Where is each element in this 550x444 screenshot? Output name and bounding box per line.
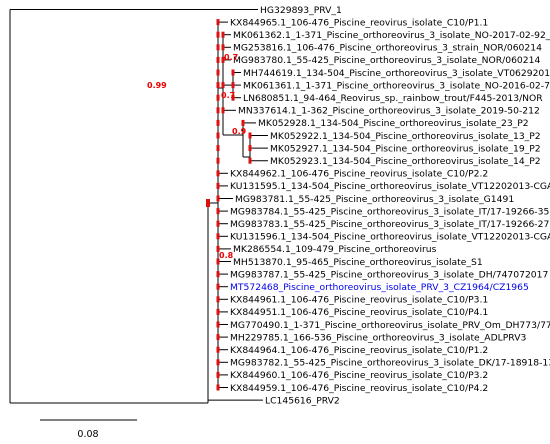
support-value: 0.8 (219, 251, 234, 260)
taxon-labels: HG329893_PRV_1 KX844965.1_106-476_Piscin… (230, 5, 550, 407)
scale-bar-label: 0.08 (77, 429, 98, 440)
taxon-label: MG983781.1_55-425_Piscine_orthoreovirus_… (235, 194, 514, 205)
node-marker (221, 107, 225, 114)
node-marker (216, 308, 220, 315)
node-marker (216, 220, 220, 227)
support-values: 0.99 0.7 0.7 0.9 0.8 (147, 53, 247, 260)
node-marker (216, 119, 220, 126)
taxon-label: MK061362.1_1-371_Piscine_orthoreovirus_3… (233, 30, 550, 41)
taxon-label: MG983780.1_55-425_Piscine_orthoreovirus_… (233, 55, 540, 66)
node-marker (221, 31, 225, 38)
taxon-label: KX844965.1_106-476_Piscine_reovirus_isol… (230, 17, 488, 28)
node-marker (216, 208, 220, 215)
node-marker (216, 258, 220, 265)
node-marker (248, 145, 252, 152)
node-marker (216, 371, 220, 378)
node-marker (216, 69, 220, 76)
taxon-label: MK052927.1_134-504_Piscine_orthoreovirus… (270, 143, 541, 154)
node-marker (216, 145, 220, 152)
node-marker (216, 157, 220, 164)
taxon-label: MG983783.1_55-425_Piscine_orthoreovirus_… (230, 219, 549, 230)
taxon-label: MH229785.1_166-536_Piscine_orthoreovirus… (230, 332, 526, 343)
taxon-label: MK052928.1_134-504_Piscine_orthoreovirus… (258, 118, 529, 129)
taxon-label: KX844962.1_106-476_Piscine_reovirus_isol… (230, 169, 488, 180)
taxon-label: MG983782.1_55-425_Piscine_orthoreovirus_… (230, 358, 550, 369)
taxon-label: MK052922.1_134-504_Piscine_orthoreovirus… (270, 131, 541, 142)
node-marker (216, 107, 220, 114)
taxon-label-highlighted: MT572468_Piscine_orthoreovirus_isolate_P… (230, 282, 529, 293)
node-marker (216, 94, 220, 101)
taxon-label: KX844964.1_106-476_Piscine_reovirus_isol… (230, 345, 488, 356)
support-value: 0.7 (224, 53, 238, 62)
node-marker (216, 182, 220, 189)
taxon-label: MG770490.1_1-371_Piscine_orthoreovirus_i… (230, 320, 550, 331)
taxon-label: MK052923.1_134-504_Piscine_orthoreovirus… (270, 156, 541, 167)
node-marker (216, 384, 220, 391)
taxon-label: LN680851.1_94-464_Reovirus_sp._rainbow_t… (243, 93, 543, 104)
taxon-label: KX844951.1_106-476_Piscine_reovirus_isol… (230, 307, 488, 318)
node-marker (216, 283, 220, 290)
node-marker (216, 132, 220, 139)
node-marker (241, 119, 245, 126)
node-marker (216, 19, 220, 26)
node-marker (216, 334, 220, 341)
taxon-label: MG253816.1_106-476_Piscine_orthoreovirus… (233, 43, 542, 54)
node-marker (216, 82, 220, 89)
node-marker (216, 31, 220, 38)
taxon-label: KU131595.1_134-504_Piscine_orthoreovirus… (230, 181, 550, 192)
taxon-label: MK286554.1_109-479_Piscine_orthoreovirus (233, 244, 437, 255)
node-marker (216, 44, 220, 51)
node-marker (216, 170, 220, 177)
node-marker (216, 359, 220, 366)
support-value: 0.99 (147, 81, 167, 90)
taxon-label: LC145616_PRV2 (265, 395, 340, 406)
node-marker (206, 199, 210, 207)
node-marker (231, 69, 235, 76)
node-marker (216, 56, 220, 63)
support-value: 0.7 (221, 91, 235, 100)
node-marker (248, 157, 252, 164)
node-marker (221, 56, 225, 63)
node-marker (216, 271, 220, 278)
taxon-label: MH513870.1_95-465_Piscine_orthoreovirus_… (233, 257, 483, 268)
node-marker (231, 82, 235, 89)
scale-bar: 0.08 (40, 419, 137, 440)
taxon-label: HG329893_PRV_1 (260, 5, 342, 16)
node-marker (231, 94, 235, 101)
node-marker (248, 132, 252, 139)
node-marker (216, 296, 220, 303)
taxon-label: MK061361.1_1-371_Piscine_orthoreovirus_3… (243, 80, 550, 91)
taxon-label: KX844961.1_106-476_Piscine_reovirus_isol… (230, 295, 488, 306)
taxon-label: MG983784.1_55-425_Piscine_orthoreovirus_… (230, 206, 549, 217)
taxon-label: MN337614.1_1-362_Piscine_orthoreovirus_3… (238, 106, 540, 117)
taxon-label: MH744619.1_134-504_Piscine_orthoreovirus… (243, 68, 550, 79)
node-marker (221, 44, 225, 51)
taxon-label: KU131596.1_134-504_Piscine_orthoreovirus… (230, 232, 550, 243)
node-marker (216, 321, 220, 328)
node-marker (216, 233, 220, 240)
node-marker (216, 346, 220, 353)
node-marker (221, 82, 225, 89)
node-markers (206, 19, 252, 391)
support-value: 0.9 (232, 127, 247, 136)
taxon-label: MG983787.1_55-425_Piscine_orthoreovirus_… (230, 269, 549, 280)
taxon-label: KX844959.1_106-476_Piscine_reovirus_isol… (230, 383, 488, 394)
node-marker (216, 245, 220, 252)
node-marker (216, 195, 220, 202)
taxon-label: KX844960.1_106-476_Piscine_reovirus_isol… (230, 370, 488, 381)
